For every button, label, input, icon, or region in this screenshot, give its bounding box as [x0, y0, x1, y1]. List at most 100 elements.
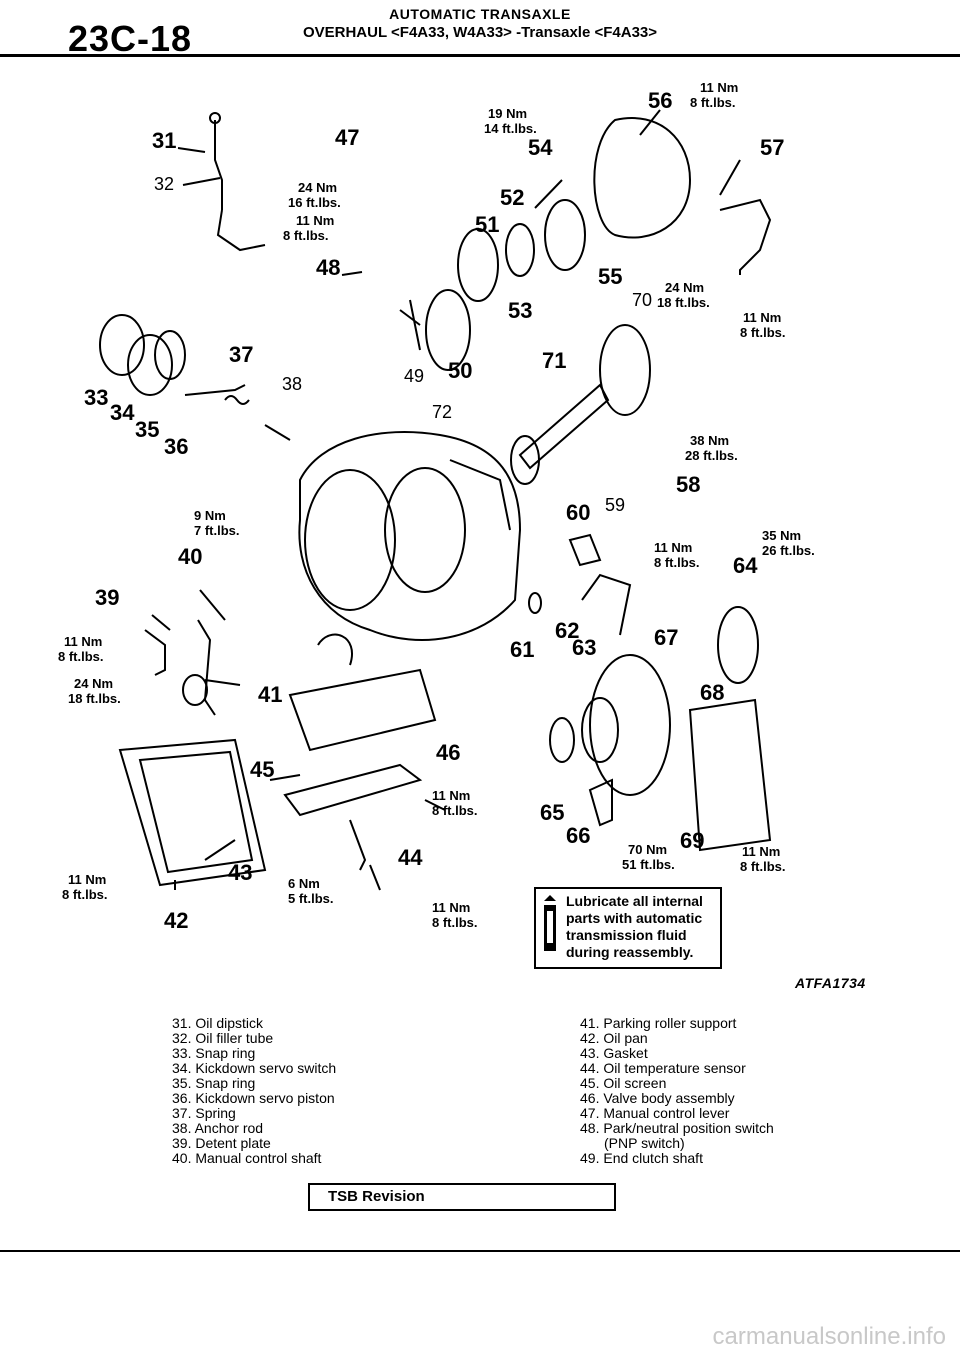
manual-control-shaft-drawing: [197, 619, 216, 716]
callout-39: 39: [95, 585, 119, 610]
svg-text:5 ft.lbs.: 5 ft.lbs.: [288, 891, 334, 906]
svg-text:14 ft.lbs.: 14 ft.lbs.: [484, 121, 537, 136]
torque-spec: 11 Nm: [296, 213, 334, 228]
legend-item: 46. Valve body assembly: [580, 1090, 735, 1106]
callout-47: 47: [335, 125, 359, 150]
detent-plate-drawing: [144, 629, 166, 676]
legend-item: (PNP switch): [604, 1135, 685, 1151]
torque-spec: 11 Nm: [743, 310, 781, 325]
svg-text:18 ft.lbs.: 18 ft.lbs.: [657, 295, 710, 310]
gear-drawing: [544, 199, 586, 271]
callout-63: 63: [572, 635, 596, 660]
note-line: parts with automatic: [566, 910, 703, 926]
callout-31: 31: [152, 128, 176, 153]
callout-53: 53: [508, 298, 532, 323]
torque-spec: 38 Nm: [690, 433, 729, 448]
legend-item: 49. End clutch shaft: [580, 1150, 703, 1166]
legend-left: 31. Oil dipstick 32. Oil filler tube 33.…: [172, 1016, 336, 1166]
legend-item: 40. Manual control shaft: [172, 1150, 322, 1166]
torque-spec: 6 Nm: [288, 876, 320, 891]
differential-gear-drawing: [589, 654, 671, 796]
footer-rule: [0, 1250, 960, 1252]
page-code: 23C-18: [68, 18, 193, 59]
section-subtitle: OVERHAUL <F4A33, W4A33> -Transaxle <F4A3…: [302, 24, 658, 41]
legend-item: 36. Kickdown servo piston: [172, 1090, 335, 1106]
anchor-rod-drawing: [264, 424, 291, 441]
legend-item: 32. Oil filler tube: [172, 1030, 274, 1046]
callout-32: 32: [154, 174, 174, 194]
svg-text:8 ft.lbs.: 8 ft.lbs.: [690, 95, 736, 110]
spring-drawing: [224, 395, 250, 405]
svg-text:18 ft.lbs.: 18 ft.lbs.: [68, 691, 121, 706]
oil-screen-drawing: [283, 763, 423, 817]
callout-55: 55: [598, 264, 622, 289]
callout-54: 54: [528, 135, 553, 160]
watermark: carmanualsonline.info: [712, 1323, 946, 1350]
callout-66: 66: [566, 823, 590, 848]
cover-drawing: [593, 117, 692, 239]
legend-right: 41. Parking roller support 42. Oil pan 4…: [580, 1016, 774, 1166]
svg-text:8 ft.lbs.: 8 ft.lbs.: [58, 649, 104, 664]
transfer-shaft-drawing: [518, 383, 610, 470]
callout-50: 50: [448, 358, 472, 383]
callout-56: 56: [648, 88, 672, 113]
parking-roller-support-drawing: [182, 674, 208, 706]
svg-text:8 ft.lbs.: 8 ft.lbs.: [654, 555, 700, 570]
callout-58: 58: [676, 472, 700, 497]
callout-34: 34: [110, 400, 135, 425]
legend-item: 38. Anchor rod: [172, 1120, 264, 1136]
callout-57: 57: [760, 135, 784, 160]
torque-spec: 11 Nm: [654, 540, 692, 555]
legend-item: 35. Snap ring: [172, 1075, 256, 1091]
svg-text:8 ft.lbs.: 8 ft.lbs.: [740, 325, 786, 340]
svg-text:8 ft.lbs.: 8 ft.lbs.: [432, 803, 478, 818]
callout-41: 41: [258, 682, 282, 707]
note-line: Lubricate all internal: [566, 893, 703, 909]
callout-35: 35: [135, 417, 159, 442]
svg-text:51 ft.lbs.: 51 ft.lbs.: [622, 857, 675, 872]
callout-43: 43: [228, 860, 252, 885]
note-line: during reassembly.: [566, 944, 694, 960]
figure-code: ATFA1734: [795, 975, 866, 991]
torque-spec: 11 Nm: [64, 634, 102, 649]
transaxle-case-drawing: [298, 431, 522, 641]
svg-text:28 ft.lbs.: 28 ft.lbs.: [685, 448, 738, 463]
torque-spec: 9 Nm: [194, 508, 226, 523]
callout-51: 51: [475, 212, 499, 237]
bearing-drawing: [549, 717, 575, 763]
legend-item: 34. Kickdown servo switch: [172, 1060, 337, 1076]
tsb-revision-label: TSB Revision: [328, 1188, 425, 1205]
oil-can-icon: [544, 895, 556, 951]
callout-49: 49: [404, 366, 424, 386]
header-rule: [0, 54, 960, 57]
callout-68: 68: [700, 680, 724, 705]
legend-item: 31. Oil dipstick: [172, 1015, 264, 1031]
svg-text:8 ft.lbs.: 8 ft.lbs.: [62, 887, 108, 902]
servo-switch-drawing: [127, 334, 173, 396]
torque-spec: 11 Nm: [432, 788, 470, 803]
callout-60: 60: [566, 500, 590, 525]
oil-temperature-sensor-drawing: [349, 819, 367, 871]
svg-text:26 ft.lbs.: 26 ft.lbs.: [762, 543, 815, 558]
cover-plate-drawing: [688, 698, 772, 852]
legend-item: 47. Manual control lever: [580, 1105, 730, 1121]
torque-spec: 11 Nm: [700, 80, 738, 95]
callout-67: 67: [654, 625, 678, 650]
callout-62: 62: [555, 618, 579, 643]
callout-44: 44: [398, 845, 423, 870]
callout-42: 42: [164, 908, 188, 933]
svg-text:8 ft.lbs.: 8 ft.lbs.: [283, 228, 329, 243]
legend-item: 45. Oil screen: [580, 1075, 667, 1091]
legend-item: 48. Park/neutral position switch: [580, 1120, 774, 1136]
snap-ring-drawing: [99, 314, 145, 376]
end-clutch-shaft-drawing: [409, 299, 421, 351]
callout-40: 40: [178, 544, 202, 569]
callout-70: 70: [632, 290, 652, 310]
legend-item: 44. Oil temperature sensor: [580, 1060, 746, 1076]
callout-33: 33: [84, 385, 108, 410]
callout-38: 38: [282, 374, 302, 394]
callout-59: 59: [605, 495, 625, 515]
callout-46: 46: [436, 740, 460, 765]
svg-text:8 ft.lbs.: 8 ft.lbs.: [740, 859, 786, 874]
callout-65: 65: [540, 800, 564, 825]
